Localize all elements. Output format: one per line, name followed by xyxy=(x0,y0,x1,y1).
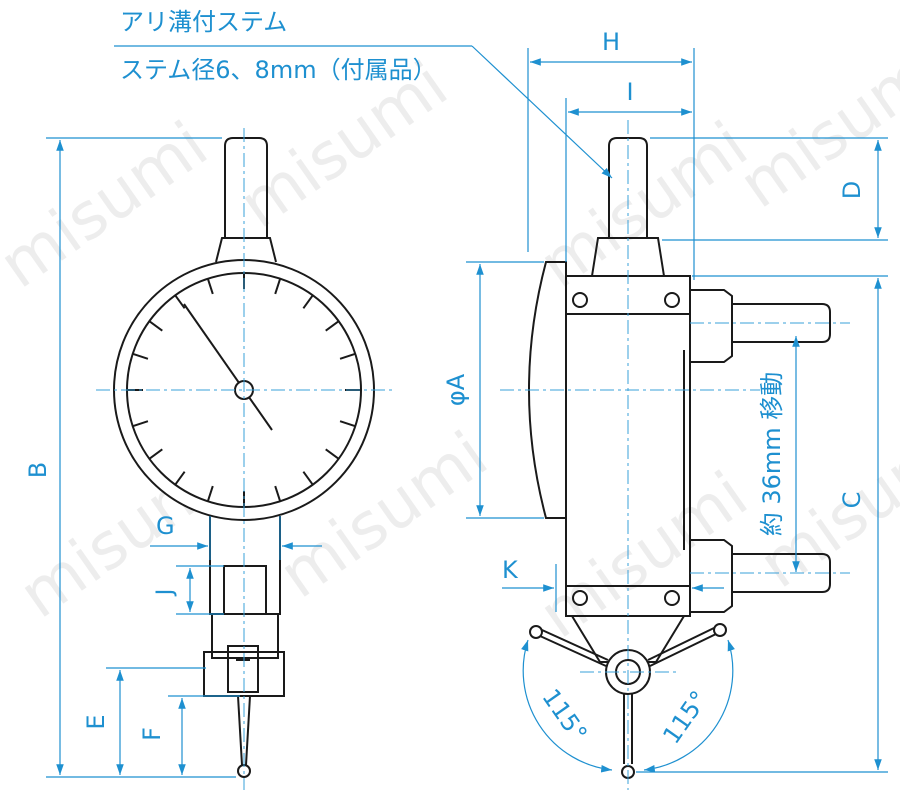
travel-note: 約 36mm 移動 xyxy=(758,372,786,537)
dimension-layer: B E F J G H I D xyxy=(24,28,888,778)
stylus-left-ball xyxy=(529,625,543,639)
screw-top-left xyxy=(572,292,588,308)
screw-bottom-right xyxy=(664,590,680,606)
dial-tick xyxy=(148,448,163,460)
label-j: J xyxy=(153,589,178,598)
watermark-text: misumi xyxy=(727,28,900,223)
dial-tick xyxy=(274,278,282,295)
dial-tick xyxy=(325,448,340,460)
screw-top-right xyxy=(664,292,680,308)
dial-tick xyxy=(132,352,149,360)
side-stem-top xyxy=(608,137,648,238)
watermark-text: misumi xyxy=(527,458,761,653)
upper-dovetail xyxy=(690,289,733,363)
stylus-down xyxy=(623,694,633,764)
angle-arc-left xyxy=(521,639,613,773)
stem-collar xyxy=(215,237,277,263)
label-e: E xyxy=(82,714,110,729)
label-b: B xyxy=(24,462,52,478)
dial-tick xyxy=(302,294,314,309)
dial-tick xyxy=(148,320,163,332)
stem-top xyxy=(224,137,268,238)
dial-tick xyxy=(302,471,314,486)
label-a: φA xyxy=(442,373,470,406)
label-g: G xyxy=(156,512,175,540)
label-h: H xyxy=(602,28,620,56)
callout-leader xyxy=(471,45,613,179)
angle-label-left: 115° xyxy=(537,684,593,747)
dial-needle xyxy=(183,303,245,391)
dial-tick xyxy=(206,278,214,295)
dial-tick xyxy=(132,420,149,428)
dial-tick xyxy=(325,320,340,332)
dial-tick xyxy=(174,294,186,309)
screw-bottom-left xyxy=(572,590,588,606)
stem-callout: アリ溝付ステム ステム径6、8mm（付属品） xyxy=(114,8,613,179)
dovetail-slot xyxy=(223,565,267,615)
lower-block xyxy=(211,613,279,659)
front-view xyxy=(96,128,394,790)
callout-line-1: アリ溝付ステム xyxy=(120,8,287,36)
dial-tick xyxy=(339,352,356,360)
label-f: F xyxy=(138,727,166,741)
contact-clamp xyxy=(227,645,259,693)
bezel-side xyxy=(528,261,567,519)
stylus-right-ball xyxy=(713,623,727,637)
side-view xyxy=(500,120,850,790)
lower-aux-stem xyxy=(732,553,831,593)
upper-aux-stem xyxy=(732,303,831,343)
label-d: D xyxy=(838,181,866,199)
dial-tick xyxy=(274,485,282,502)
callout-line-2: ステム径6、8mm（付属品） xyxy=(120,56,437,84)
dial-tick xyxy=(206,485,214,502)
dial-tick xyxy=(174,471,186,486)
dial-tick xyxy=(339,420,356,428)
label-c: C xyxy=(838,492,866,509)
angle-arc-right xyxy=(643,639,735,773)
lower-dovetail xyxy=(690,539,733,613)
label-k: K xyxy=(502,556,519,584)
label-i: I xyxy=(626,78,633,106)
